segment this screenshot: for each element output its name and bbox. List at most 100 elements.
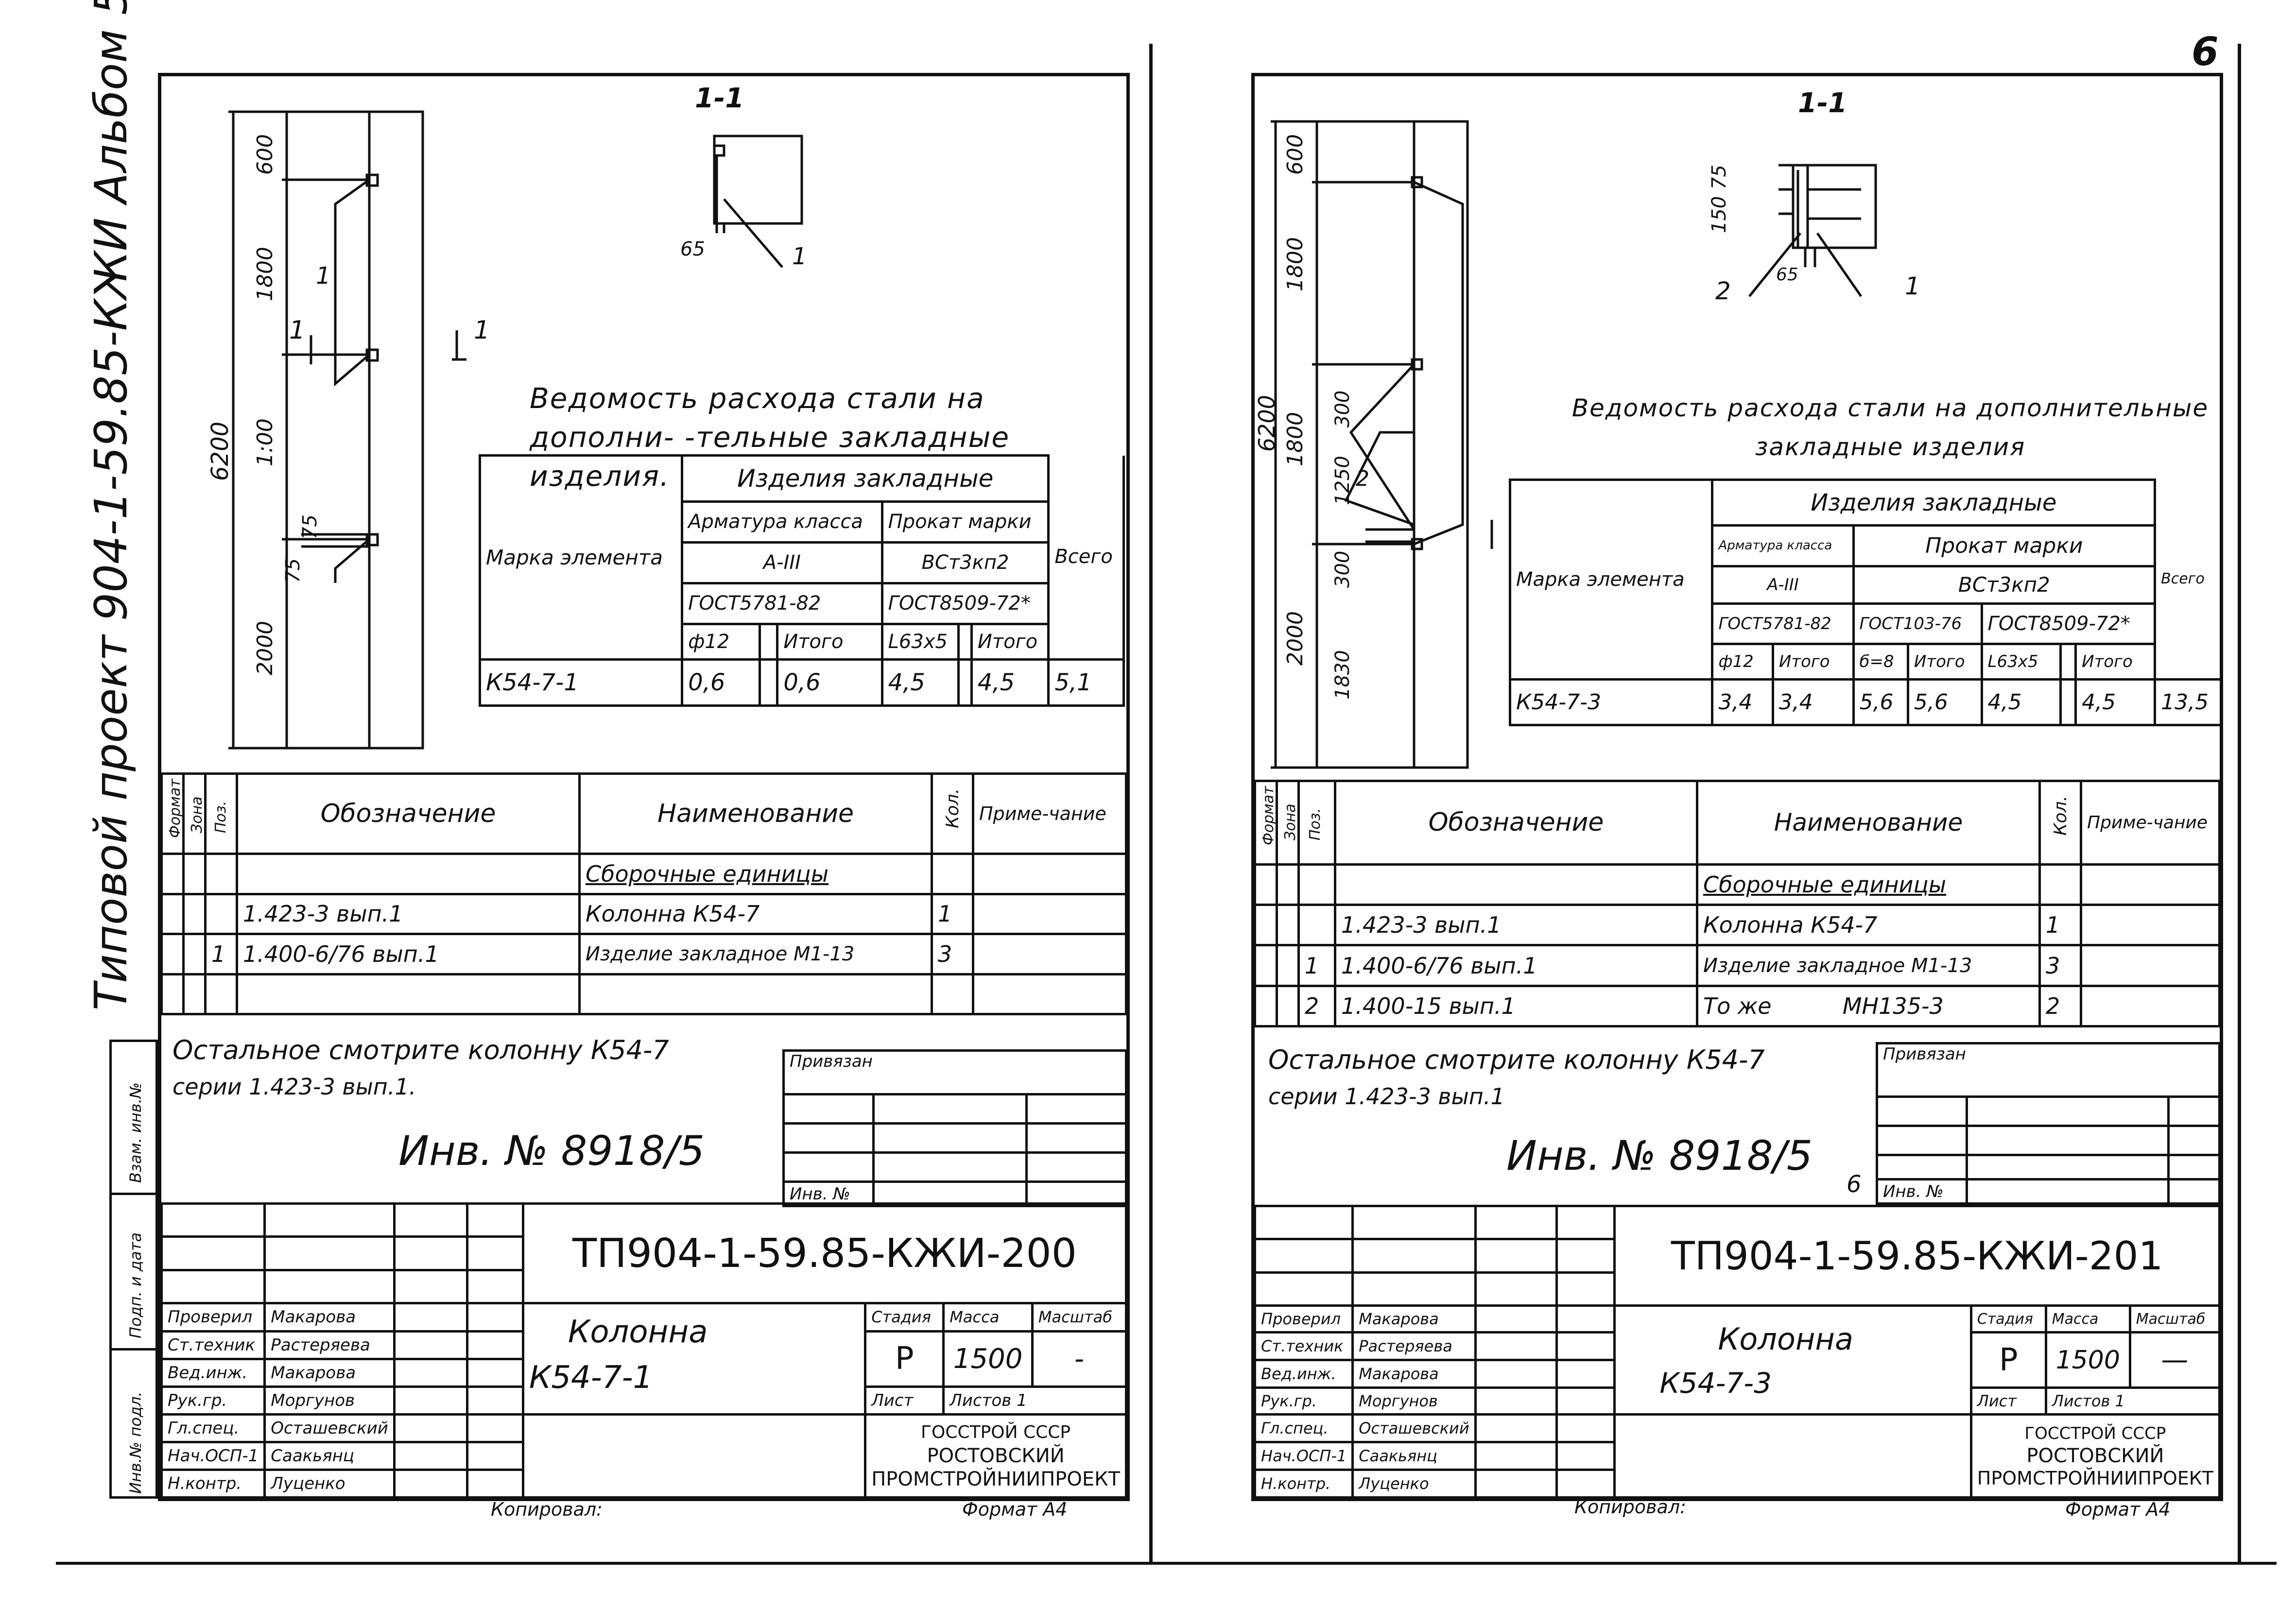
- right-ved-mark: К54-7-3: [1508, 678, 1714, 727]
- right-org-2: РОСТОВСКИЙ: [2026, 1444, 2164, 1467]
- left-ved-v3: 4,5: [880, 658, 960, 707]
- right-signer-role: Гл.спец.: [1253, 1413, 1354, 1443]
- right-column-drawing: [1268, 102, 1540, 772]
- right-signer-role: Рук.гр.: [1253, 1386, 1354, 1416]
- left-section-drawing: [671, 121, 855, 277]
- right-org-1: ГОССТРОЙ СССР: [2024, 1423, 2166, 1443]
- right-spec-hdr-pos: Поз.: [1307, 808, 1324, 840]
- left-ved-gost-2: ГОСТ8509-72*: [880, 581, 1050, 625]
- left-ved-v1: 0,6: [681, 658, 761, 707]
- left-dim-1800: 1800: [253, 247, 277, 301]
- left-signer-name: Растеряева: [263, 1330, 396, 1360]
- left-ved-sub-itogo1: Итого: [776, 622, 883, 661]
- left-signer-name: Луценко: [263, 1468, 396, 1499]
- sheet-divider-line: [1149, 44, 1153, 1564]
- left-object-title-1: Колонна: [568, 1314, 708, 1351]
- sheet-right-edge: [2238, 44, 2241, 1564]
- right-ved-gost-3: ГОСТ8509-72*: [1980, 602, 2157, 646]
- left-stamp-inv: Инв.№ подл.: [126, 1391, 145, 1494]
- right-mass-hdr: Масса: [2044, 1304, 2131, 1334]
- left-spec-section: Сборочные единицы: [578, 853, 933, 895]
- right-spec-pos: 2: [1297, 984, 1336, 1028]
- right-sheets-label: Листов 1: [2044, 1386, 2221, 1416]
- left-section-leader: 1: [792, 243, 807, 270]
- left-spec-designation: 1.400-6/76 вып.1: [236, 933, 581, 975]
- left-dim-600: 600: [253, 134, 277, 175]
- left-ved-v2: 0,6: [776, 658, 883, 707]
- left-object-title-2: К54-7-1: [529, 1360, 653, 1396]
- left-cut-mark-a: 1: [289, 316, 306, 345]
- table-row: 1 1.400-6/76 вып.1 Изделие закладное М1-…: [1254, 944, 2221, 987]
- right-ved-total-label: Всего: [2154, 479, 2223, 681]
- left-ved-v4: 4,5: [970, 658, 1050, 707]
- right-signer-name: Макарова: [1351, 1304, 1477, 1334]
- table-row: 1.423-3 вып.1 Колонна К54-7 1: [160, 892, 1127, 935]
- right-ved-sub-f12: ф12: [1711, 643, 1774, 681]
- left-doc-code: ТП904-1-59.85-КЖИ-200: [521, 1202, 1128, 1305]
- right-privyazan-box: Привязан Инв. №: [1876, 1042, 2221, 1205]
- right-copied: Копировал:: [1574, 1496, 1686, 1518]
- right-spec-hdr-format: Формат: [1260, 786, 1277, 845]
- left-sheet-label: Лист: [864, 1385, 945, 1416]
- right-spec-name: Изделие закладное М1-13: [1696, 944, 2041, 987]
- right-signer-name: Луценко: [1351, 1468, 1477, 1499]
- right-ved-gost-2: ГОСТ103-76: [1852, 602, 1983, 646]
- page-number: 6: [2192, 29, 2219, 74]
- right-spec-hdr-zone: Зона: [1282, 804, 1299, 840]
- left-ved-sub-f12: ф12: [681, 622, 761, 661]
- right-section-leader-1: 1: [1905, 272, 1920, 300]
- right-ved-total: 13,5: [2154, 678, 2223, 727]
- left-dim-75b: 75: [282, 558, 304, 583]
- left-ved-sub-l63: L63x5: [880, 622, 960, 661]
- right-ved-v6: 4,5: [2074, 678, 2157, 727]
- left-signer-name: Осташевский: [263, 1413, 396, 1443]
- left-spec-qty: 3: [931, 933, 974, 975]
- left-sheets-label: Листов 1: [942, 1385, 1127, 1416]
- left-org-3: ПРОМСТРОЙНИИПРОЕКТ: [871, 1468, 1120, 1490]
- left-ved-gost-1: ГОСТ5781-82: [681, 581, 883, 625]
- right-ved-sub-itogo3: Итого: [2074, 643, 2157, 681]
- right-org-3: ПРОМСТРОЙНИИПРОЕКТ: [1977, 1467, 2213, 1489]
- left-dim-2000: 2000: [253, 621, 277, 675]
- left-cut-mark-b: 1: [474, 316, 490, 345]
- right-signer-name: Растеряева: [1351, 1331, 1477, 1362]
- left-dim-6200: 6200: [207, 421, 234, 481]
- right-dim-1250: 1250: [1331, 456, 1354, 505]
- left-ved-col-prokat: Прокат марки: [880, 500, 1050, 544]
- right-signer-name: Макарова: [1351, 1359, 1477, 1389]
- right-signer-name: Осташевский: [1351, 1413, 1477, 1443]
- right-ved-v1: 3,4: [1711, 678, 1774, 727]
- left-title-block: ТП904-1-59.85-КЖИ-200 Проверил Макарова …: [160, 1202, 1128, 1499]
- right-inv-number: Инв. № 8918/5: [1506, 1132, 1813, 1180]
- left-spec-hdr-format: Формат: [167, 779, 184, 838]
- right-section-label: 1-1: [1798, 87, 1847, 119]
- left-ved-group-header: Изделия закладные: [681, 454, 1050, 503]
- right-spec-name: Колонна К54-7: [1696, 904, 2041, 947]
- right-spec-hdr-qty: Кол.: [2051, 795, 2071, 836]
- left-ved-mark: К54-7-1: [478, 658, 684, 707]
- right-dim-300a: 300: [1331, 390, 1354, 427]
- right-ved-col-prokat: Прокат марки: [1852, 524, 2157, 567]
- left-ved-total: 5,1: [1047, 658, 1125, 707]
- right-vedomost-table: Марка элемента Изделия закладные Всего А…: [1508, 478, 2223, 727]
- left-mass-hdr: Масса: [942, 1302, 1034, 1333]
- right-dim-1830: 1830: [1331, 650, 1354, 700]
- right-scale-hdr: Масштаб: [2128, 1304, 2221, 1334]
- right-ved-class-a3: А-III: [1711, 564, 1855, 605]
- right-ved-v4: 5,6: [1906, 678, 1983, 727]
- left-ved-sub-itogo2: Итого: [970, 622, 1050, 661]
- right-signer-name: Саакьянц: [1351, 1440, 1477, 1471]
- right-signer-name: Моргунов: [1351, 1386, 1477, 1416]
- table-row: 1 1.400-6/76 вып.1 Изделие закладное М1-…: [160, 933, 1127, 975]
- left-spec-hdr-note: Приме-чание: [972, 772, 1127, 855]
- album-caption: Типовой проект 904-1-59.85-КЖИ Альбом 5: [85, 0, 137, 1010]
- left-note-2: серии 1.423-3 вып.1.: [173, 1074, 416, 1100]
- right-spec-designation: 1.400-15 вып.1: [1334, 984, 1698, 1028]
- right-spec-qty: 3: [2038, 944, 2082, 987]
- left-privyazan-box: Привязан Инв. №: [782, 1049, 1127, 1207]
- left-section-label: 1-1: [695, 83, 744, 114]
- left-spec-designation: 1.423-3 вып.1: [236, 892, 581, 935]
- right-ved-v5: 4,5: [1980, 678, 2062, 727]
- left-inv-number: Инв. № 8918/5: [398, 1127, 705, 1175]
- left-item-marker: 1: [316, 262, 331, 290]
